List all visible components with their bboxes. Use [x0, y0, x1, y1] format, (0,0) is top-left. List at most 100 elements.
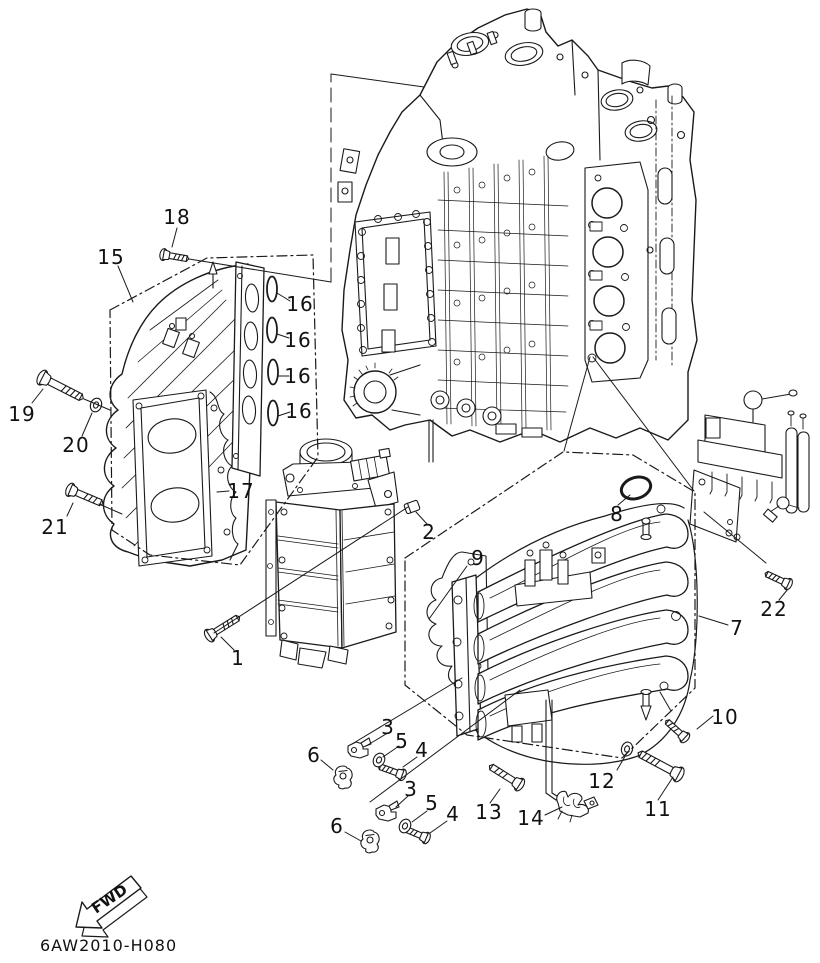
leader-line — [430, 821, 447, 833]
leader-line — [352, 678, 462, 744]
callout-12: 12 — [588, 769, 616, 793]
leader-line — [779, 589, 788, 600]
drawing-code: 6AW2010-H080 — [40, 936, 178, 955]
silencer-front-panel — [133, 390, 212, 566]
intake-manifold — [452, 504, 697, 800]
o-ring-8 — [618, 473, 653, 502]
leader-line — [660, 692, 671, 711]
clamp-3b — [375, 800, 400, 822]
clamp-3a — [347, 737, 372, 759]
callout-4: 4 — [446, 802, 460, 826]
leader-line — [99, 504, 122, 514]
bolt-13 — [485, 759, 528, 794]
callout-2: 2 — [422, 520, 436, 544]
callout-7: 7 — [730, 616, 744, 640]
bolt-21 — [63, 481, 107, 511]
bolt-19 — [34, 367, 88, 407]
silencer-port-plate — [232, 262, 264, 476]
leader-line — [658, 777, 673, 800]
assembly-boundaries — [110, 255, 695, 758]
bolt-11 — [633, 745, 687, 785]
callout-1: 1 — [231, 646, 245, 670]
fwd-arrow: FWD — [76, 876, 147, 937]
throttle-body — [283, 439, 398, 508]
knurled-cap — [350, 363, 420, 415]
callout-16: 16 — [286, 292, 314, 316]
leader-line — [490, 789, 500, 803]
leader-line — [278, 412, 290, 416]
silencer-assembly-boundary — [110, 255, 318, 565]
leader-line — [429, 566, 467, 619]
intake-silencer-assembly — [104, 262, 279, 566]
leader-line — [82, 413, 92, 436]
callout-16: 16 — [285, 399, 313, 423]
callout-8: 8 — [610, 502, 624, 526]
leader-line — [416, 512, 427, 524]
callout-5: 5 — [395, 729, 409, 753]
leader-line — [593, 357, 694, 491]
throttle-body-assembly — [266, 439, 420, 668]
callout-14: 14 — [517, 806, 545, 830]
leader-line — [412, 811, 427, 822]
callout-13: 13 — [475, 800, 503, 824]
leader-line — [697, 716, 713, 729]
leader-line — [699, 616, 728, 625]
cover-fittings — [163, 262, 217, 358]
callout-18: 18 — [163, 205, 191, 229]
intake-gaskets-16 — [267, 277, 278, 426]
leader-line — [345, 832, 361, 841]
engine-block — [338, 9, 697, 462]
bearing-boss — [427, 138, 477, 166]
leader-lines — [32, 74, 788, 841]
cylinder-head-face — [585, 162, 648, 382]
clamp-14 — [557, 791, 598, 822]
leader-line — [67, 503, 73, 516]
clip-6a — [333, 765, 353, 790]
fasteners — [34, 247, 795, 854]
vapor-separator-assembly — [690, 390, 809, 542]
callout-6: 6 — [330, 814, 344, 838]
callout-4: 4 — [415, 738, 429, 762]
callout-22: 22 — [760, 597, 788, 621]
leader-line — [704, 512, 766, 563]
throttle-bores — [449, 29, 658, 162]
callout-6: 6 — [307, 743, 321, 767]
leader-line — [545, 807, 562, 815]
adapter-plenum — [266, 500, 396, 668]
callout-11: 11 — [644, 797, 672, 821]
callout-9: 9 — [471, 546, 485, 570]
manifold-assembly-boundary — [405, 452, 695, 758]
tps-sensor — [349, 448, 393, 481]
leader-line — [331, 74, 424, 87]
callout-16: 16 — [284, 328, 312, 352]
leader-line — [617, 753, 627, 770]
clip-6b — [360, 829, 380, 854]
callout-5: 5 — [425, 791, 439, 815]
callout-10: 10 — [711, 705, 739, 729]
leader-line — [564, 357, 590, 451]
leader-line — [277, 334, 289, 338]
leader-line — [366, 734, 386, 746]
callout-20: 20 — [62, 433, 90, 457]
mount-bosses — [429, 391, 542, 462]
leader-line — [321, 760, 333, 770]
left-brackets — [338, 149, 360, 202]
leader-line — [214, 507, 408, 633]
grommet-2 — [404, 500, 421, 514]
callout-17: 17 — [227, 479, 255, 503]
right-end-cover — [647, 96, 685, 368]
crankcase-texture — [438, 156, 568, 430]
manifold-brackets — [505, 690, 560, 800]
callout-3: 3 — [381, 715, 395, 739]
manifold-flange — [452, 575, 481, 736]
leader-line — [189, 259, 331, 282]
manifold-sensors — [515, 505, 681, 690]
leader-line — [396, 796, 408, 807]
leader-line — [84, 399, 110, 410]
leader-line — [383, 746, 399, 757]
leader-line — [221, 637, 234, 650]
side-cover-plate — [355, 211, 436, 357]
manifold-pins — [641, 518, 651, 720]
